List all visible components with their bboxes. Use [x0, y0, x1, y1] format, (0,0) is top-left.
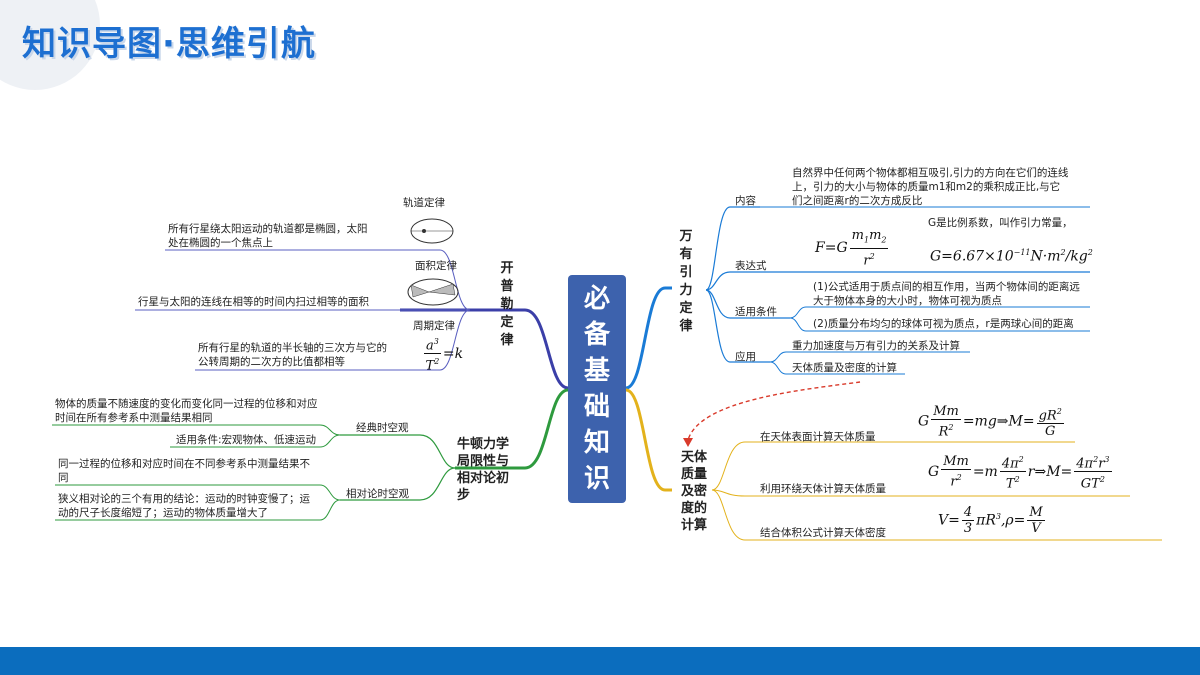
- period-law-label: 周期定律: [413, 320, 455, 332]
- classical-item-1: 物体的质量不随速度的变化而变化同一过程的位移和对应时间在所有参考系中测量结果相同: [55, 398, 318, 424]
- classical-spacetime-label: 经典时空观: [356, 422, 409, 434]
- newton-title: 牛顿力学局限性与相对论初步: [457, 437, 510, 503]
- orbit-law-text: 所有行星绕太阳运动的轨道都是椭圆，太阳处在椭圆的一个焦点上: [168, 223, 368, 249]
- gravity-application-label: 应用: [735, 351, 756, 363]
- celestial-title: 天体质量及密度的计算: [680, 450, 707, 533]
- orbit-law-label: 轨道定律: [403, 197, 445, 209]
- kepler-title: 开普勒定律: [500, 261, 514, 348]
- period-law-text: 所有行星的轨道的半长轴的三次方与它的公转周期的二次方的比值都相等: [198, 342, 387, 368]
- celestial-item-1-label: 在天体表面计算天体质量: [760, 431, 876, 443]
- relative-item-1: 同一过程的位移和对应时间在不同参考系中测量结果不同: [58, 458, 310, 484]
- celestial-item-3-label: 结合体积公式计算天体密度: [760, 527, 886, 539]
- gravity-constant-note: G是比例系数，叫作引力常量，: [928, 217, 1073, 229]
- area-law-text: 行星与太阳的连线在相等的时间内扫过相等的面积: [138, 296, 369, 308]
- area-ellipse-icon: [405, 275, 461, 313]
- relative-spacetime-label: 相对论时空观: [346, 488, 409, 500]
- gravity-application-1: 重力加速度与万有引力的关系及计算: [792, 340, 960, 352]
- orbit-ellipse-icon: [408, 212, 456, 250]
- relative-item-2: 狭义相对论的三个有用的结论：运动的时钟变慢了；运动的尺子长度缩短了；运动的物体质…: [58, 493, 310, 519]
- gravity-constant-formula: G=6.67×10−11N·m2/kg2: [930, 248, 1093, 265]
- area-law-label: 面积定律: [415, 260, 457, 272]
- gravity-condition-1: (1)公式适用于质点间的相互作用，当两个物体间的距离远大于物体本身的大小时，物体…: [813, 281, 1080, 307]
- center-topic-label: 必备基础知识: [583, 284, 610, 494]
- page-title: 知识导图·思维引航: [22, 24, 316, 64]
- gravity-expression-label: 表达式: [735, 260, 767, 272]
- gravity-application-2: 天体质量及密度的计算: [792, 362, 897, 374]
- gravity-condition-2: (2)质量分布均匀的球体可视为质点，r是两球心间的距离: [813, 318, 1074, 330]
- classical-item-2: 适用条件:宏观物体、低速运动: [176, 434, 317, 446]
- celestial-item-2-label: 利用环绕天体计算天体质量: [760, 483, 886, 495]
- gravity-title: 万有引力定律: [679, 229, 693, 334]
- gravity-conditions-label: 适用条件: [735, 306, 777, 318]
- center-topic: 必备基础知识: [568, 275, 626, 503]
- bottom-bar: [0, 647, 1200, 675]
- gravity-content-text: 自然界中任何两个物体都相互吸引,引力的方向在它们的连线上，引力的大小与物体的质量…: [792, 167, 1069, 207]
- gravity-content-label: 内容: [735, 195, 756, 207]
